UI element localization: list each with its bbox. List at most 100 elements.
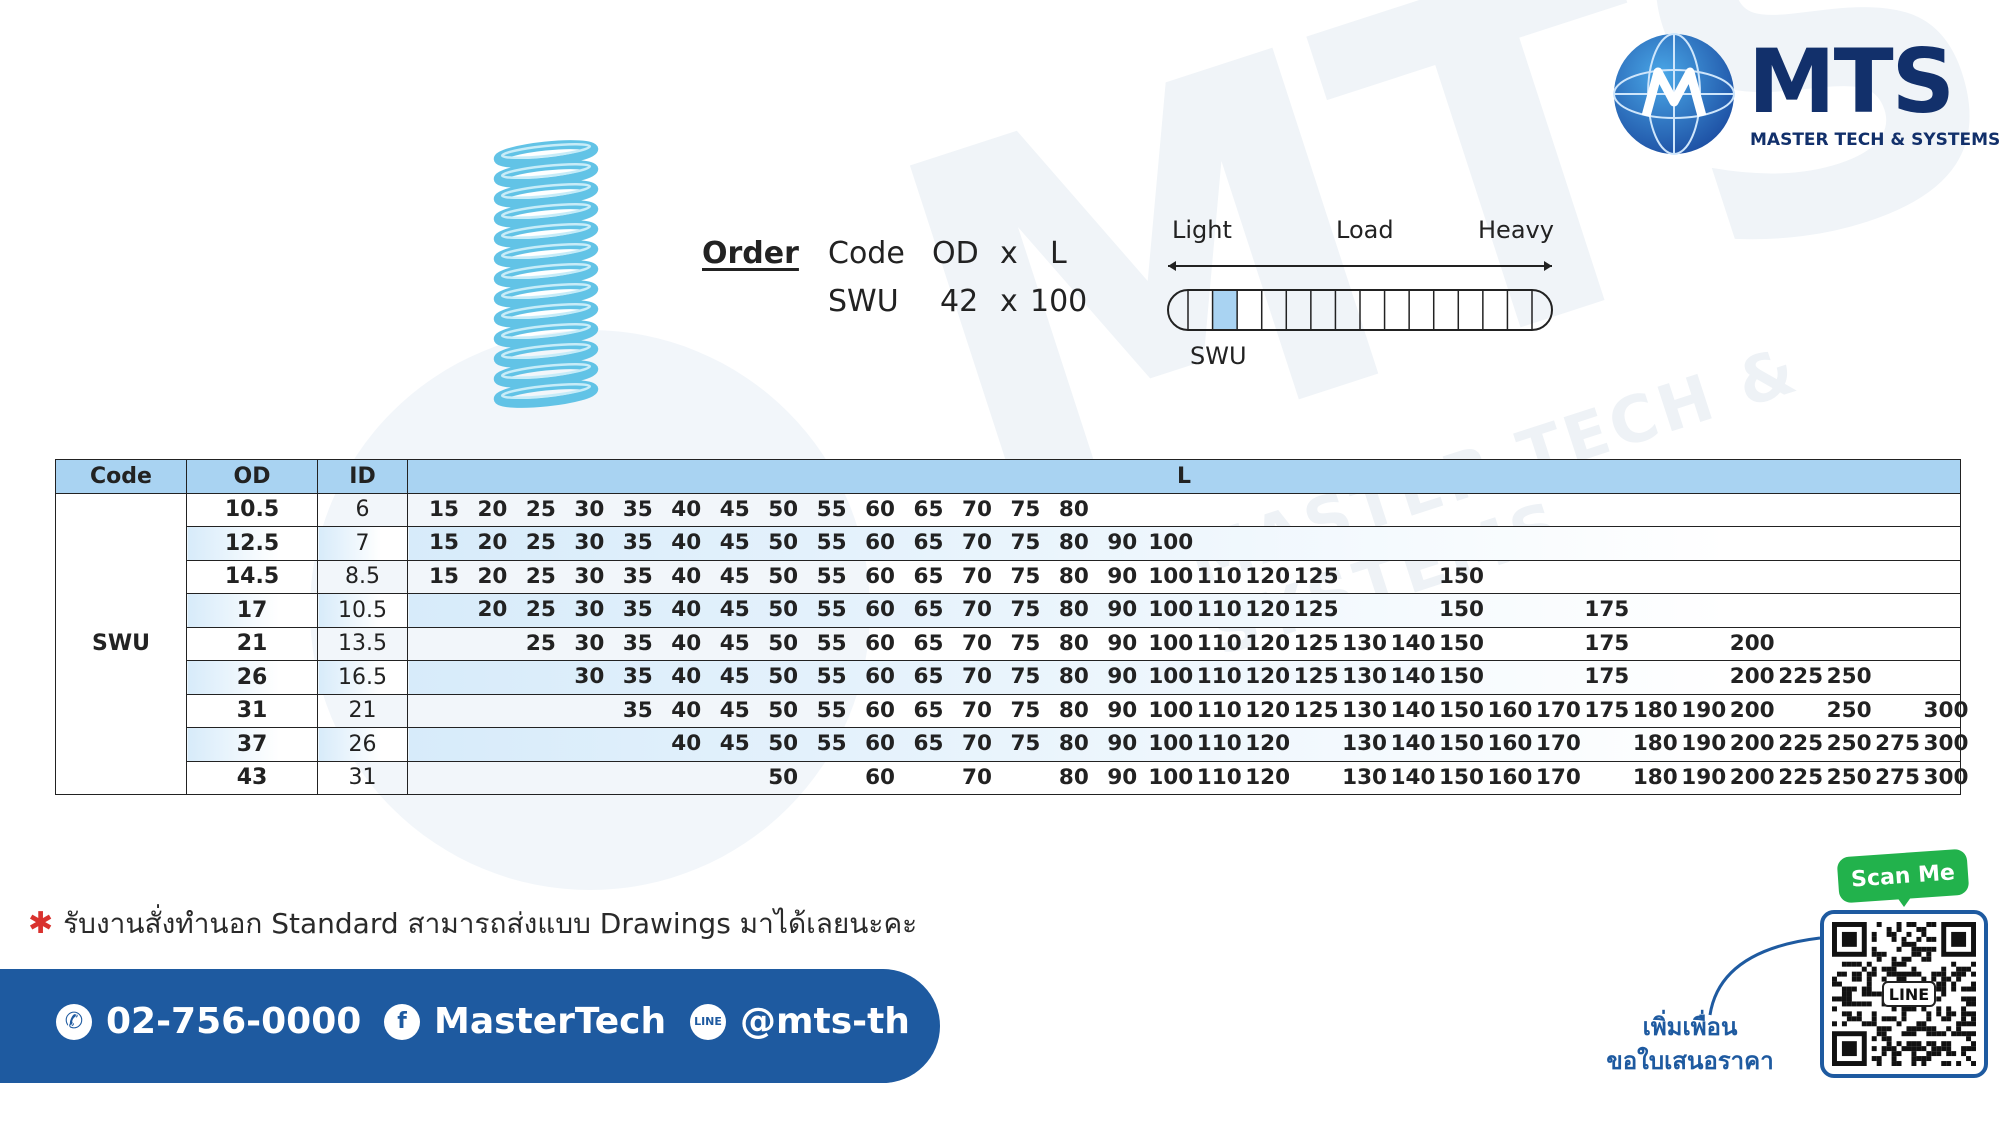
length-value: 70 [961,530,992,555]
qr-module [1931,976,1937,982]
length-value: 130 [1342,630,1388,656]
length-value: 20 [477,530,508,555]
length-value: 55 [816,697,847,723]
length-value: 55 [816,530,847,555]
phone-contact[interactable]: ✆ 02-756-0000 [56,1001,361,1042]
length-value: 20 [477,597,508,622]
length-value: 90 [1107,764,1138,790]
length-value: 275 [1875,764,1920,790]
qr-module [1891,971,1897,977]
qr-module [1971,1031,1976,1037]
qr-module [1861,966,1867,972]
facebook-contact[interactable]: f MasterTech [384,1001,666,1042]
qr-module [1871,951,1877,957]
length-value: 65 [913,530,944,555]
qr-module [1931,1031,1937,1037]
length-value: 170 [1535,697,1581,723]
length-value: 35 [622,697,653,723]
qr-module [1901,1046,1907,1052]
qr-module [1956,1026,1962,1032]
length-value: 40 [671,697,702,723]
qr-module [1856,1011,1862,1017]
qr-module [1941,1031,1947,1037]
od-cell: 17 [186,593,318,628]
qr-caption: เพิ่มเพื่อน ขอใบเสนอราคา [1580,1010,1800,1078]
qr-module [1861,991,1867,997]
spring-coil-highlight [500,162,592,180]
length-value: 250 [1826,764,1872,790]
length-value: 60 [865,530,896,555]
line-contact[interactable]: LINE @mts-th [690,1001,910,1042]
qr-module [1936,971,1942,977]
length-value: 80 [1058,664,1089,689]
qr-pattern [1832,922,1976,1066]
qr-module [1896,1051,1902,1057]
length-value: 35 [622,597,653,622]
qr-module [1926,1011,1932,1017]
length-value: 160 [1487,731,1533,756]
qr-module [1911,1056,1917,1062]
length-value: 125 [1293,630,1339,656]
length-value: 175 [1584,597,1630,622]
length-value: 125 [1293,597,1339,622]
qr-module [1946,1016,1952,1022]
qr-module [1921,946,1927,952]
qr-module [1901,936,1907,942]
mts-logo: MTS MASTER TECH & SYSTEMS [1612,32,2000,160]
length-value: 75 [1010,664,1041,689]
spring-coil-highlight [500,282,592,300]
qr-module [1921,956,1927,962]
qr-module [1931,971,1937,977]
header-od: OD [186,459,318,494]
qr-module [1871,1046,1877,1052]
length-value: 60 [865,697,896,723]
qr-module [1966,1031,1972,1037]
length-value: 225 [1778,764,1824,790]
spring-coil-highlight [500,362,592,380]
qr-module [1886,1036,1892,1042]
arrow-head-icon [1544,261,1552,271]
qr-module [1851,971,1857,977]
qr-module [1856,1016,1862,1022]
qr-module [1891,1016,1897,1022]
qr-module [1916,946,1922,952]
length-value: 75 [1010,563,1041,589]
qr-module [1931,922,1937,927]
qr-module [1966,1011,1972,1017]
line-qr-code[interactable] [1820,910,1988,1078]
spring-coil-highlight [500,182,592,200]
length-value: 170 [1535,764,1581,790]
length-value: 110 [1196,597,1242,622]
length-value: 75 [1010,597,1041,622]
length-value: 35 [622,630,653,656]
qr-module [1896,922,1902,927]
length-value: 100 [1148,530,1194,555]
qr-module [1886,966,1892,972]
length-value: 160 [1487,764,1533,790]
qr-module [1906,956,1912,962]
qr-caption-line1: เพิ่มเพื่อน [1642,1013,1738,1041]
qr-module [1906,971,1912,977]
length-value: 25 [525,630,556,656]
qr-module [1876,922,1882,927]
length-value: 90 [1107,597,1138,622]
length-value: 80 [1058,764,1089,790]
qr-module [1936,1031,1942,1037]
length-value: 100 [1148,731,1194,756]
load-scale: Light Load Heavy SWU [1162,216,1560,376]
qr-finder [1841,931,1857,947]
length-value: 55 [816,563,847,589]
load-highlight-segment [1212,290,1238,330]
qr-caption-line2: ขอใบเสนอราคา [1606,1047,1774,1075]
qr-module [1901,961,1907,967]
length-value: 130 [1342,664,1388,689]
length-value: 65 [913,496,944,522]
order-header-code: Code [828,236,905,271]
length-value: 70 [961,664,992,689]
qr-module [1911,971,1917,977]
qr-module [1901,941,1907,947]
od-cell: 14.5 [186,559,318,594]
